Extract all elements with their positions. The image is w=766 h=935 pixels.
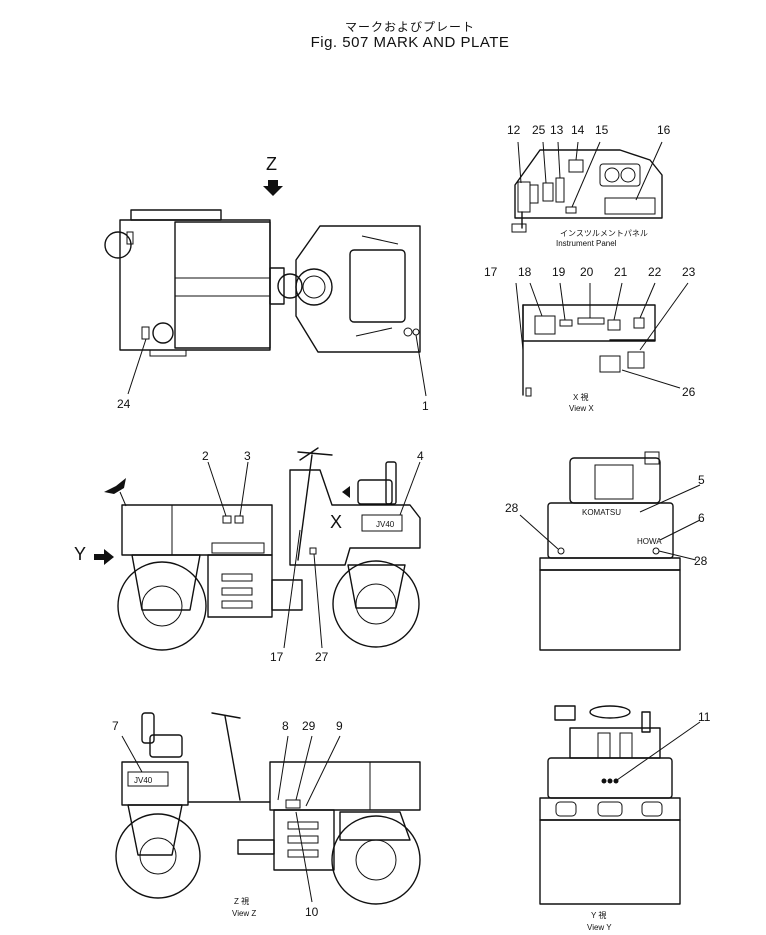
caption-view-z: View Z: [232, 909, 256, 918]
callout-20: 20: [580, 265, 594, 279]
plate-27-shape: [309, 547, 317, 555]
instrument-panel-view: 12 25 13 14 15 16 インスツルメントパネル Instrument…: [507, 123, 671, 248]
callout-26: 26: [682, 385, 696, 399]
callout-25: 25: [532, 123, 546, 137]
callout-27: 27: [315, 650, 329, 664]
x-arrow-icon: [342, 486, 350, 498]
callout-17-view-x: 17: [484, 265, 498, 279]
caption-view-x-jp: X 視: [573, 393, 589, 402]
y-arrow-icon: [94, 549, 114, 565]
callout-22: 22: [648, 265, 662, 279]
callout-2: 2: [202, 449, 209, 463]
side-model-plate: [361, 514, 403, 532]
callout-1: 1: [422, 399, 429, 413]
view-y: 11 Y 視 View Y: [539, 705, 711, 932]
caption-view-x: View X: [569, 404, 594, 413]
instrument-panel-outline: [514, 149, 663, 219]
figure-title: Fig. 507 MARK AND PLATE: [310, 34, 510, 51]
z-marker-label: Z: [266, 154, 277, 174]
top-seat-marker: [104, 231, 132, 259]
callout-9: 9: [336, 719, 343, 733]
view-y-body: [547, 757, 673, 799]
view-x-panel: [522, 304, 656, 342]
top-front-body: [295, 225, 421, 353]
z-rear-drum: [331, 815, 421, 905]
callout-3: 3: [244, 449, 251, 463]
view-z: JV40 7 8 29 9 10 Z 視: [112, 712, 421, 919]
front-view-drum: [539, 569, 681, 651]
callout-14: 14: [571, 123, 585, 137]
callout-4: 4: [417, 449, 424, 463]
top-steering-wheel: [295, 268, 333, 306]
y-marker-label: Y: [74, 544, 86, 564]
side-front-body: [289, 469, 421, 566]
callout-13: 13: [550, 123, 564, 137]
z-front-body: [269, 761, 421, 811]
side-rear-body: [121, 504, 273, 556]
caption-view-y: View Y: [587, 923, 612, 932]
callout-17-side: 17: [270, 650, 284, 664]
view-y-drum: [539, 819, 681, 905]
callout-28-left: 28: [505, 501, 519, 515]
caption-instrument-panel-jp: インスツルメントパネル: [560, 229, 648, 238]
front-brand-label: KOMATSU: [582, 508, 621, 517]
plate-24-shape: [141, 326, 150, 340]
side-view: JV40 X Y 2 3 4 17 27: [74, 447, 424, 664]
caption-view-z-jp: Z 視: [234, 897, 249, 906]
callout-23: 23: [682, 265, 696, 279]
plate-2-shape: [222, 515, 232, 524]
callout-18: 18: [518, 265, 532, 279]
side-front-drum: [332, 560, 420, 648]
x-marker-label: X: [330, 512, 342, 532]
callout-6: 6: [698, 511, 705, 525]
plate-3-shape: [234, 515, 244, 524]
top-view: Z 1: [104, 154, 429, 413]
caption-instrument-panel: Instrument Panel: [556, 239, 617, 248]
callout-5: 5: [698, 473, 705, 487]
z-arrow-icon: [263, 180, 283, 196]
view-x: 17 18 19 20 21 22 23 26 X 視 View X: [484, 265, 696, 413]
front-view: KOMATSU HOWA 5 6 28 28: [505, 451, 708, 651]
callout-10: 10: [305, 905, 319, 919]
callout-15: 15: [595, 123, 609, 137]
caption-view-y-jp: Y 視: [591, 911, 606, 920]
z-model-plate: [127, 771, 169, 787]
callout-16: 16: [657, 123, 671, 137]
callout-24: 24: [117, 397, 131, 411]
callout-19: 19: [552, 265, 566, 279]
callout-21: 21: [614, 265, 628, 279]
z-front-drum: [115, 813, 201, 899]
z-model-label: JV40: [134, 776, 153, 785]
callout-28-right: 28: [694, 554, 708, 568]
callout-12: 12: [507, 123, 521, 137]
callout-8: 8: [282, 719, 289, 733]
callout-11: 11: [698, 710, 711, 724]
title-japanese: マークおよびプレート: [344, 20, 475, 34]
front-maker-label: HOWA: [637, 537, 662, 546]
callout-29: 29: [302, 719, 316, 733]
side-rear-drum: [117, 561, 207, 651]
side-model-label: JV40: [376, 520, 395, 529]
callout-7: 7: [112, 719, 119, 733]
z-rear-body: [121, 761, 189, 806]
